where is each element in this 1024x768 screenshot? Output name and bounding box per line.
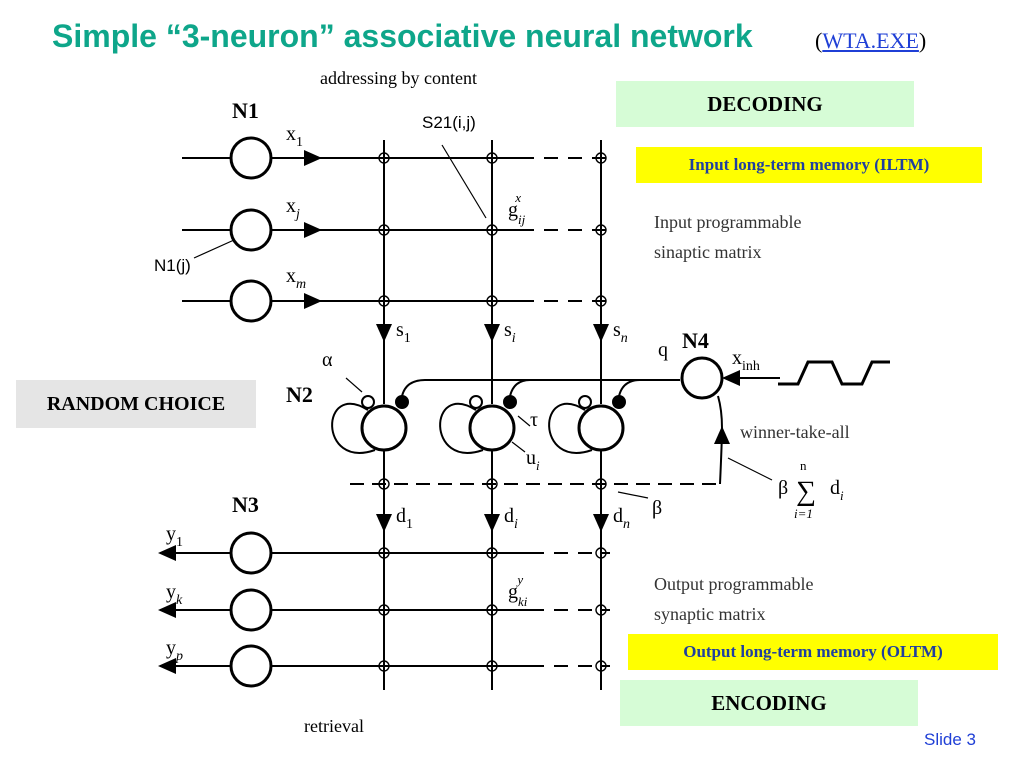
g-ij-label: gijx bbox=[508, 190, 526, 227]
wta-label: winner-take-all bbox=[740, 422, 850, 442]
n3-neuron-1 bbox=[229, 531, 273, 575]
output-synapses bbox=[378, 547, 607, 672]
tau-label: τ bbox=[530, 409, 538, 431]
xj-label: xj bbox=[286, 195, 300, 222]
decoding-box: DECODING bbox=[616, 81, 914, 127]
slide-number: Slide 3 bbox=[924, 730, 976, 749]
n1-neuron-1 bbox=[229, 136, 273, 180]
random-choice-box: RANDOM CHOICE bbox=[16, 380, 256, 428]
input-synapses bbox=[378, 152, 607, 307]
x1-label: x1 bbox=[286, 123, 303, 150]
g-ki-label: gkiy bbox=[508, 572, 528, 609]
yk-label: yk bbox=[166, 581, 183, 608]
y1-label: y1 bbox=[166, 523, 183, 550]
si-label: si bbox=[504, 319, 516, 346]
svg-text:i=1: i=1 bbox=[794, 506, 813, 521]
link-open-paren: ( bbox=[815, 28, 823, 53]
di-label: di bbox=[504, 505, 518, 532]
n4-label: N4 bbox=[682, 328, 709, 353]
n2-layer bbox=[331, 377, 773, 499]
n1-label: N1 bbox=[232, 98, 259, 123]
q-label: q bbox=[658, 339, 668, 361]
n3-label: N3 bbox=[232, 492, 259, 517]
svg-text:β: β bbox=[778, 477, 788, 499]
iltm-box: Input long-term memory (ILTM) bbox=[636, 147, 982, 183]
yp-label: yp bbox=[166, 637, 183, 664]
n2-neuron-1 bbox=[360, 404, 408, 452]
n1j-label: N1(j) bbox=[154, 256, 191, 275]
n2-neuron-n bbox=[577, 404, 625, 452]
output-matrix-caption-2: synaptic matrix bbox=[654, 604, 765, 624]
input-matrix-caption-2: sinaptic matrix bbox=[654, 242, 761, 262]
addressing-label: addressing by content bbox=[320, 68, 477, 88]
page-title: Simple “3-neuron” associative neural net… bbox=[52, 18, 753, 54]
svg-text:∑: ∑ bbox=[796, 476, 816, 507]
svg-text:n: n bbox=[800, 458, 807, 473]
n2-neuron-i bbox=[468, 404, 516, 452]
output-matrix-caption-1: Output programmable bbox=[654, 574, 813, 594]
d1-label: d1 bbox=[396, 505, 413, 532]
column-lines bbox=[376, 140, 609, 690]
sn-label: sn bbox=[613, 319, 628, 346]
wta-exe-link[interactable]: WTA.EXE bbox=[822, 28, 919, 53]
encoding-box: ENCODING bbox=[620, 680, 918, 726]
x-inh-label: xinh bbox=[732, 347, 760, 374]
beta-label: β bbox=[652, 497, 662, 519]
feedback-nodes bbox=[378, 478, 607, 490]
n2-label: N2 bbox=[286, 382, 313, 407]
n4-layer bbox=[680, 356, 890, 400]
n3-neuron-p bbox=[229, 644, 273, 688]
svg-text:di: di bbox=[830, 477, 844, 503]
n4-neuron bbox=[680, 356, 724, 400]
beta-sum-formula: β n ∑ i=1 di bbox=[778, 458, 844, 521]
n1-layer bbox=[182, 136, 610, 323]
n1-neuron-m bbox=[229, 279, 273, 323]
input-matrix-caption-1: Input programmable bbox=[654, 212, 801, 232]
alpha-label: α bbox=[322, 349, 333, 371]
dn-label: dn bbox=[613, 505, 630, 532]
link-close-paren: ) bbox=[918, 28, 927, 53]
u-i-label: ui bbox=[526, 447, 540, 473]
xm-label: xm bbox=[286, 265, 306, 292]
oltm-box: Output long-term memory (OLTM) bbox=[628, 634, 998, 670]
retrieval-label: retrieval bbox=[304, 716, 364, 736]
inhibition-waveform bbox=[778, 360, 890, 386]
title-link-group: (WTA.EXE) bbox=[815, 28, 926, 54]
n3-neuron-k bbox=[229, 588, 273, 632]
s1-label: s1 bbox=[396, 319, 411, 346]
n1-neuron-j bbox=[229, 208, 273, 252]
s21-label: S21(i,j) bbox=[422, 113, 476, 132]
